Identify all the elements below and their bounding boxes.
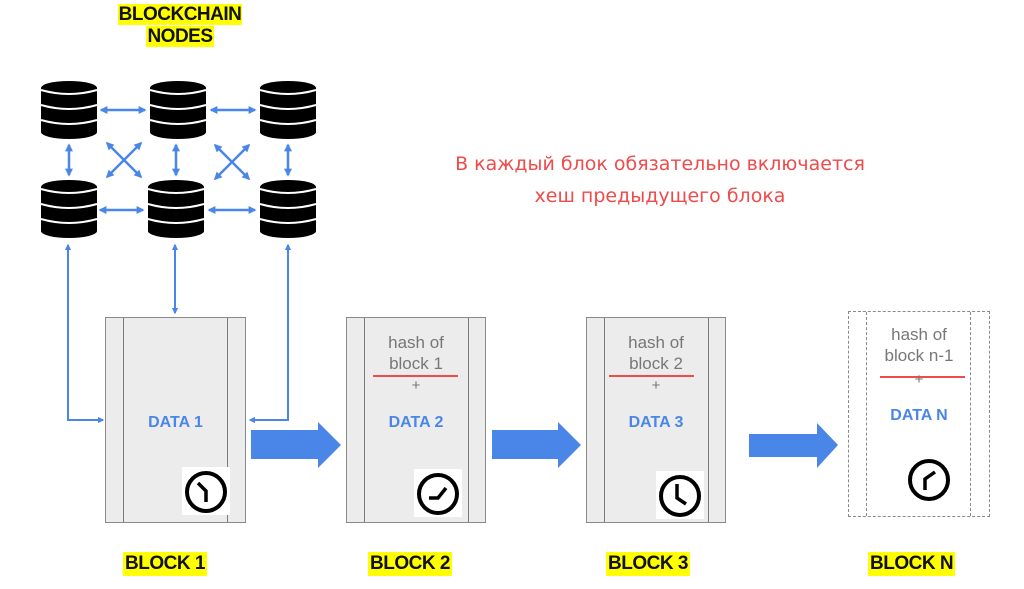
block-rail bbox=[468, 318, 469, 522]
chain-arrow bbox=[251, 422, 341, 468]
block-2: hash of block 1 + DATA 2 bbox=[346, 317, 486, 523]
hash-line-2: block 1 bbox=[389, 354, 443, 373]
chain-arrow bbox=[749, 423, 838, 468]
clock-icon bbox=[414, 469, 462, 517]
hash-line-1: hash of bbox=[628, 333, 684, 352]
block-3-label: BLOCK 3 bbox=[606, 552, 690, 576]
database-icon bbox=[40, 179, 98, 239]
hash-underline bbox=[373, 375, 458, 377]
hash-underline bbox=[609, 375, 694, 377]
block-n: hash of block n-1 + DATA N bbox=[848, 311, 990, 517]
block-rail bbox=[866, 312, 867, 516]
plus-sign: + bbox=[411, 377, 421, 394]
block-rail bbox=[708, 318, 709, 522]
block-2-label: BLOCK 2 bbox=[368, 552, 452, 576]
block-data: DATA N bbox=[890, 407, 948, 424]
note-line-2: хеш предыдущего блока bbox=[534, 185, 786, 207]
bidirectional-arrow bbox=[105, 141, 143, 179]
blockchain-nodes-title: BLOCKCHAIN NODES bbox=[100, 4, 260, 48]
database-icon bbox=[149, 80, 207, 140]
previous-hash: hash of block 1 bbox=[347, 332, 485, 374]
database-icon bbox=[259, 80, 317, 140]
hash-line-2: block 2 bbox=[629, 354, 683, 373]
block-1: DATA 1 bbox=[105, 317, 246, 523]
database-icon bbox=[40, 80, 98, 140]
node-to-block-arrow bbox=[248, 243, 292, 424]
node-to-block-arrow bbox=[64, 243, 105, 424]
title-line-1: BLOCKCHAIN bbox=[117, 4, 243, 25]
bidirectional-arrow bbox=[213, 143, 251, 181]
block-rail bbox=[123, 318, 124, 522]
previous-hash: hash of block 2 bbox=[587, 332, 725, 374]
block-rail bbox=[364, 318, 365, 522]
database-icon bbox=[259, 179, 317, 239]
hash-underline bbox=[880, 376, 965, 378]
clock-icon bbox=[905, 455, 953, 503]
chain-arrow bbox=[492, 422, 581, 468]
hash-line-1: hash of bbox=[891, 325, 947, 344]
block-3: hash of block 2 + DATA 3 bbox=[586, 317, 726, 523]
hash-note: В каждый блок обязательно включается хеш… bbox=[420, 148, 900, 212]
block-rail bbox=[970, 312, 971, 516]
hash-line-2: block n-1 bbox=[884, 346, 954, 365]
database-icon bbox=[147, 179, 205, 239]
block-rail bbox=[227, 318, 228, 522]
plus-sign: + bbox=[914, 371, 924, 388]
block-data: DATA 1 bbox=[148, 414, 203, 431]
previous-hash: hash of block n-1 bbox=[849, 324, 989, 366]
clock-icon bbox=[182, 467, 230, 515]
clock-icon bbox=[656, 471, 704, 519]
plus-sign: + bbox=[651, 377, 661, 394]
block-n-label: BLOCK N bbox=[868, 552, 956, 576]
block-1-label: BLOCK 1 bbox=[123, 552, 207, 576]
note-line-1: В каждый блок обязательно включается bbox=[455, 153, 865, 175]
block-data: DATA 3 bbox=[628, 414, 684, 431]
block-rail bbox=[604, 318, 605, 522]
title-line-2: NODES bbox=[146, 26, 214, 47]
hash-line-1: hash of bbox=[388, 333, 444, 352]
block-data: DATA 2 bbox=[388, 414, 444, 431]
